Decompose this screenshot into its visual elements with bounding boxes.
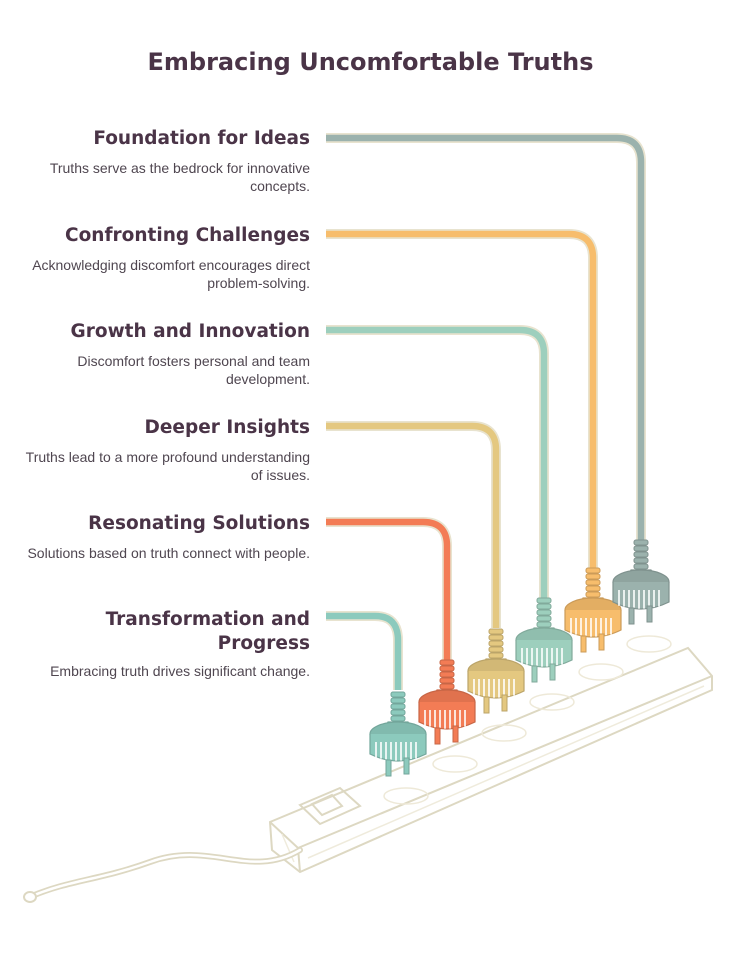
item-heading: Growth and Innovation bbox=[70, 321, 310, 342]
item-description: Embracing truth drives significant chang… bbox=[50, 663, 310, 679]
plug-cable-outline bbox=[326, 517, 452, 660]
power-plug-icon bbox=[369, 691, 427, 777]
socket bbox=[578, 663, 624, 681]
page-title: Embracing Uncomfortable Truths bbox=[147, 48, 594, 76]
plug-cable bbox=[326, 134, 645, 540]
plug-cable bbox=[326, 422, 500, 628]
cord-end bbox=[23, 891, 37, 903]
item-heading: Transformation and Progress bbox=[105, 609, 310, 654]
item-description: Truths serve as the bedrock for innovati… bbox=[49, 160, 310, 194]
item-resonating-solutions: Resonating Solutions Solutions based on … bbox=[20, 512, 310, 562]
item-description: Truths lead to a more profound understan… bbox=[25, 449, 310, 483]
item-growth-and-innovation: Growth and Innovation Discomfort fosters… bbox=[20, 320, 310, 388]
item-description: Solutions based on truth connect with pe… bbox=[27, 545, 310, 561]
item-heading: Deeper Insights bbox=[144, 417, 310, 438]
plug-cable-outline bbox=[326, 325, 549, 598]
plug-cable bbox=[326, 612, 402, 690]
item-transformation-and-progress: Transformation and Progress Embracing tr… bbox=[20, 608, 310, 680]
item-description: Discomfort fosters personal and team dev… bbox=[77, 353, 310, 387]
plug-cable bbox=[326, 230, 597, 568]
socket bbox=[529, 693, 575, 711]
socket bbox=[383, 787, 429, 805]
power-plug-icon bbox=[515, 597, 573, 683]
item-description: Acknowledging discomfort encourages dire… bbox=[32, 257, 310, 291]
power-plug-icon bbox=[418, 659, 476, 745]
power-switch-icon bbox=[298, 786, 362, 826]
item-confronting-challenges: Confronting Challenges Acknowledging dis… bbox=[20, 224, 310, 292]
socket bbox=[432, 755, 478, 773]
power-plug-icon bbox=[467, 628, 525, 714]
item-deeper-insights: Deeper Insights Truths lead to a more pr… bbox=[20, 416, 310, 484]
item-heading: Confronting Challenges bbox=[65, 225, 310, 246]
plug-cable bbox=[326, 518, 451, 660]
item-foundation-for-ideas: Foundation for Ideas Truths serve as the… bbox=[20, 127, 310, 195]
item-heading: Foundation for Ideas bbox=[93, 128, 310, 149]
socket bbox=[626, 635, 672, 653]
power-plug-icon bbox=[612, 539, 670, 625]
plug-cable-outline bbox=[326, 611, 403, 690]
plug-cable bbox=[326, 326, 548, 598]
socket bbox=[481, 724, 527, 742]
power-plug-icon bbox=[564, 567, 622, 653]
item-heading: Resonating Solutions bbox=[88, 513, 310, 534]
